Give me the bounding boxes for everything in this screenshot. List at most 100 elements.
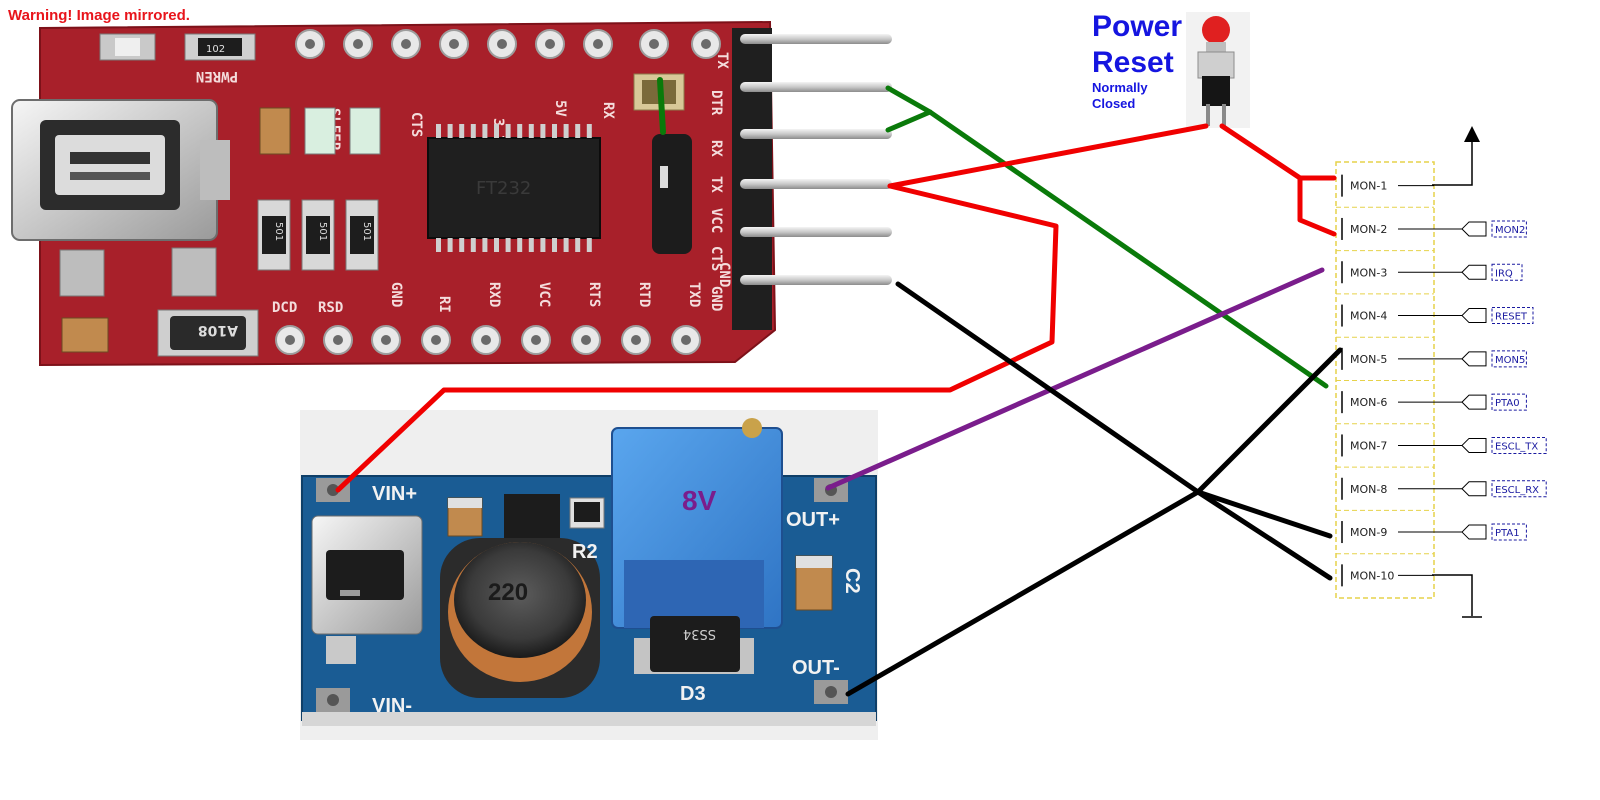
chip-pin bbox=[448, 124, 453, 138]
mon-signal-flag-icon bbox=[1462, 309, 1486, 323]
chip-pin bbox=[471, 238, 476, 252]
power-label: Power bbox=[1092, 10, 1182, 43]
smd-mark-a108: A108 bbox=[198, 322, 238, 338]
mon-pin-row: MON-6 PTA0 bbox=[1336, 381, 1526, 414]
boost-label-d3: D3 bbox=[680, 683, 706, 705]
ftdi-header-pins bbox=[732, 28, 892, 330]
mon-pin-row: MON-8 ESCL_RX bbox=[1336, 467, 1546, 500]
wire-purple-out-plus bbox=[828, 270, 1322, 488]
mon-pin-row: MON-7 ESCL_TX bbox=[1336, 424, 1546, 457]
ftdi-label-pwren: PWREN bbox=[196, 68, 238, 84]
boost-label-r2: R2 bbox=[572, 541, 598, 563]
chip-pin bbox=[552, 124, 557, 138]
smd-mark-501-b: 501 bbox=[317, 222, 328, 241]
chip-pin bbox=[575, 238, 580, 252]
ftdi-label-5v: 5V bbox=[552, 100, 568, 117]
smd-mark-501-a: 501 bbox=[273, 222, 284, 241]
normally-label: Normally bbox=[1092, 80, 1148, 95]
chip-pin bbox=[540, 238, 545, 252]
chip-pin bbox=[587, 124, 592, 138]
ftdi-label-gnd: GND bbox=[388, 282, 404, 307]
mon-connector: MON-1MON-2MON2MON-3IRQMON-4RESETMON-5MON… bbox=[1336, 126, 1546, 617]
wire-green-branch bbox=[888, 112, 930, 130]
chip-pin bbox=[517, 124, 522, 138]
ftdi-side-label-cts: CTS bbox=[708, 246, 724, 271]
power-arrow-icon bbox=[1464, 126, 1480, 142]
ftdi-label-rts: RTS bbox=[586, 282, 602, 307]
mon-signal-label: ESCL_RX bbox=[1495, 485, 1539, 496]
ftdi-side-label-tx: TX bbox=[708, 176, 724, 193]
mon-signal-label: PTA0 bbox=[1495, 398, 1520, 409]
ftdi-side-label-vcc: VCC bbox=[708, 208, 724, 233]
wire-red-button bbox=[890, 126, 1206, 186]
chip-pin bbox=[436, 124, 441, 138]
closed-label: Closed bbox=[1092, 96, 1135, 111]
mon-signal-flag-icon bbox=[1462, 265, 1486, 279]
chip-pin bbox=[529, 238, 534, 252]
boost-converter-board: 220 8V SS34 VIN+ VIN- OUT+ OUT- R2 D3 C2 bbox=[300, 410, 878, 740]
chip-pin bbox=[517, 238, 522, 252]
mon-pin-row: MON-5 MON5 bbox=[1336, 337, 1526, 370]
chip-pin bbox=[494, 238, 499, 252]
chip-pin bbox=[436, 238, 441, 252]
mon-pin-label: MON-2 bbox=[1350, 223, 1387, 236]
mon-pin-label: MON-5 bbox=[1350, 353, 1387, 366]
wire-green-mon6 bbox=[888, 88, 1326, 386]
ftdi-bottom-pin-holes bbox=[276, 326, 700, 354]
mon-signal-flag-icon bbox=[1462, 352, 1486, 366]
mon-pin-label: MON-7 bbox=[1350, 439, 1387, 452]
ftdi-label-vcc: VCC bbox=[536, 282, 552, 307]
chip-pin bbox=[482, 238, 487, 252]
mon-pin-row: MON-2MON2 bbox=[1336, 207, 1526, 240]
power-reset-push-button bbox=[1186, 12, 1250, 128]
ftdi-side-label-gnd: GND bbox=[708, 286, 724, 311]
chip-pin bbox=[459, 238, 464, 252]
mon-signal-flag-icon bbox=[1462, 222, 1486, 236]
mon-pin-label: MON-3 bbox=[1350, 266, 1387, 279]
ftdi-chip-marking: FT232 bbox=[476, 178, 531, 199]
chip-pin bbox=[540, 124, 545, 138]
mini-usb-connector bbox=[12, 100, 230, 240]
mon-signal-label: ESCL_TX bbox=[1495, 441, 1538, 452]
mon-pin-row: MON-9PTA1 bbox=[1336, 510, 1526, 543]
wire-black-out-minus bbox=[848, 350, 1340, 694]
trimmer-potentiometer: 8V bbox=[612, 418, 782, 628]
chip-pin bbox=[529, 124, 534, 138]
ftdi-label-cts: CTS bbox=[408, 112, 424, 137]
diode-ss34: SS34 bbox=[634, 616, 754, 674]
wire-black-gnd bbox=[898, 284, 1330, 536]
diode-marking: SS34 bbox=[683, 626, 716, 641]
mon-pin-label: MON-6 bbox=[1350, 396, 1387, 409]
mon-signal-label: IRQ bbox=[1495, 268, 1513, 279]
chip-pin bbox=[587, 238, 592, 252]
mon-signal-flag-icon bbox=[1462, 438, 1486, 452]
mon-signal-label: MON5 bbox=[1495, 355, 1525, 366]
chip-pin bbox=[494, 124, 499, 138]
mon-pin-label: MON-9 bbox=[1350, 526, 1387, 539]
ftdi-side-label-dtr: DTR bbox=[708, 90, 724, 116]
chip-pin bbox=[482, 124, 487, 138]
chip-pin bbox=[564, 124, 569, 138]
boost-label-vin-minus: VIN- bbox=[372, 695, 412, 717]
smd-mark-102: 102 bbox=[206, 44, 225, 55]
ftdi-label-rx: RX bbox=[600, 102, 616, 119]
ftdi-top-pin-holes bbox=[296, 30, 720, 58]
ftdi-label-txd: TXD bbox=[686, 282, 702, 307]
ftdi-label-ri: RI bbox=[436, 296, 452, 313]
mon-pin-label: MON-10 bbox=[1350, 569, 1394, 582]
mon-pin-label: MON-8 bbox=[1350, 483, 1387, 496]
mon-signal-flag-icon bbox=[1462, 525, 1486, 539]
mon-pin-row: MON-3 IRQ bbox=[1336, 251, 1522, 284]
wire-green-jumper bbox=[660, 80, 663, 132]
chip-pin bbox=[575, 124, 580, 138]
mon-signal-flag-icon bbox=[1462, 482, 1486, 496]
mirror-warning-text: Warning! Image mirrored. bbox=[8, 7, 190, 24]
ftdi-usb-serial-board: PWREN SLEEP CTS 3.3V 5V RX TX 102 501 50… bbox=[12, 22, 892, 365]
chip-pin bbox=[506, 124, 511, 138]
chip-pin bbox=[459, 124, 464, 138]
chip-pin bbox=[564, 238, 569, 252]
ftdi-label-rtd: RTD bbox=[636, 282, 652, 307]
ftdi-side-label-rx: RX bbox=[708, 140, 724, 157]
reset-label: Reset bbox=[1092, 46, 1174, 79]
